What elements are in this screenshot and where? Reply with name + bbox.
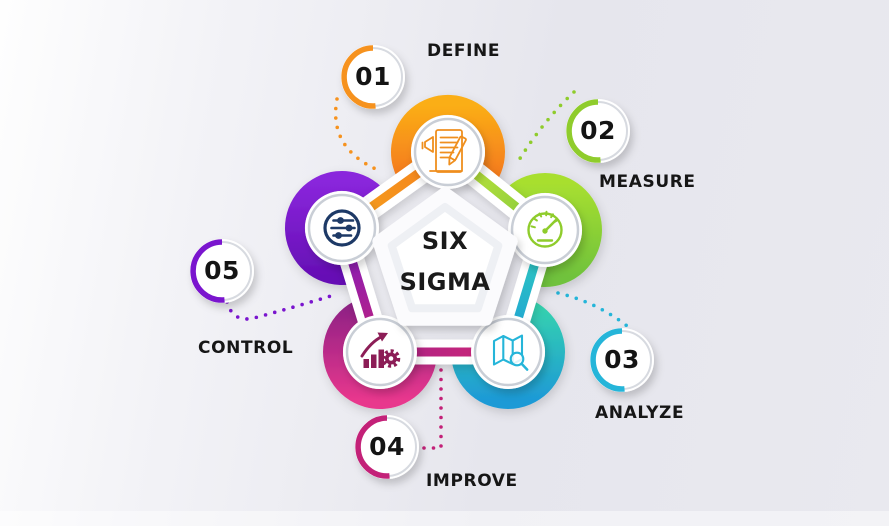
- number-badges: [190, 45, 654, 479]
- control-badge: [190, 239, 254, 303]
- improve-badge: [355, 415, 419, 479]
- improve-icon: [360, 332, 401, 368]
- control-icon: [323, 209, 361, 247]
- improve-number: 04: [369, 432, 405, 461]
- control-number: 05: [204, 256, 240, 285]
- measure-label: MEASURE: [599, 172, 696, 192]
- bottom-highlight-strip: [0, 511, 889, 526]
- measure-connector-dots: [517, 90, 576, 162]
- analyze-number: 03: [604, 345, 640, 374]
- improve-arc: [323, 296, 438, 409]
- measure-icon: [527, 210, 563, 248]
- control-connector-dots: [225, 293, 336, 321]
- analyze-label: ANALYZE: [595, 403, 685, 423]
- define-icon: [421, 129, 467, 173]
- analyze-node: [471, 315, 545, 389]
- analyze-connector-dots: [556, 291, 634, 332]
- center-title-line2: SIGMA: [399, 268, 491, 296]
- measure-arc: [497, 173, 602, 287]
- center-title: SIX SIGMA: [370, 221, 520, 303]
- analyze-arc: [451, 297, 565, 409]
- control-arc: [285, 171, 391, 285]
- measure-badge: [566, 99, 630, 163]
- analyze-badge: [590, 328, 654, 392]
- define-label: DEFINE: [427, 41, 501, 61]
- define-number: 01: [355, 62, 391, 91]
- define-arc: [391, 94, 505, 191]
- center-pentagon: [372, 187, 518, 326]
- center-title-line1: SIX: [421, 227, 469, 255]
- define-badge: [341, 45, 405, 109]
- analyze-icon: [492, 334, 529, 371]
- improve-label: IMPROVE: [426, 471, 518, 491]
- define-connector-dots: [333, 97, 380, 172]
- measure-number: 02: [580, 116, 616, 145]
- control-label: CONTROL: [198, 338, 294, 358]
